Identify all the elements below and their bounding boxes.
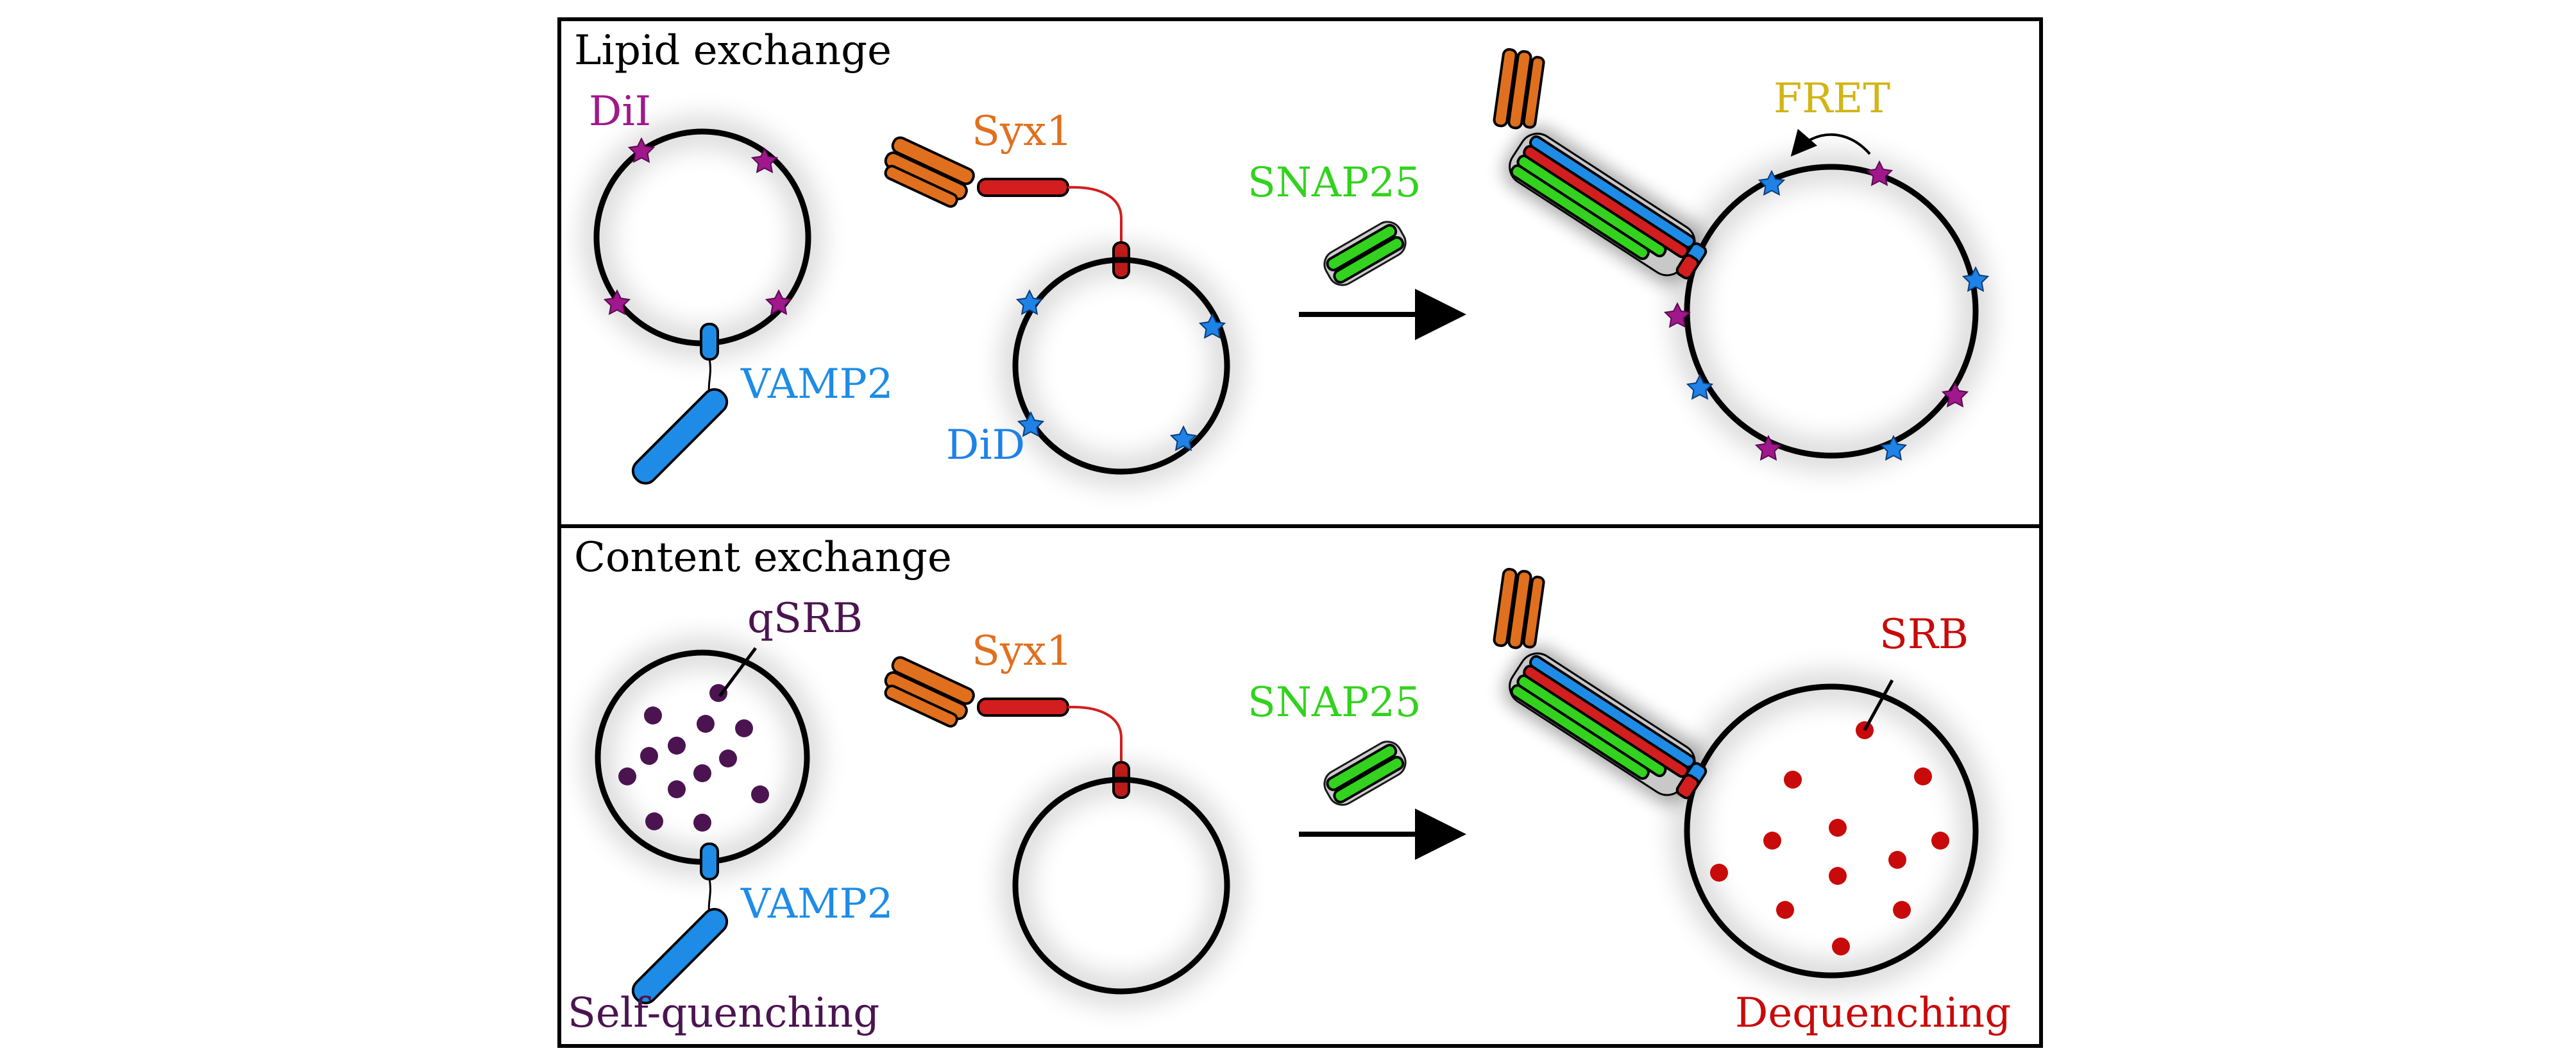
dil-star-icon	[603, 289, 631, 316]
srb-dot	[1888, 851, 1906, 869]
mixed-star-markers	[1663, 160, 1990, 461]
snap25-label: SNAP25	[1248, 159, 1421, 207]
srb-dots	[1710, 721, 1949, 955]
snap25-protein	[1323, 741, 1407, 806]
vamp2-protein	[631, 843, 729, 1005]
t-vesicle	[1003, 767, 1239, 1004]
qsrb-dot	[668, 737, 686, 755]
did-star-icon	[1879, 434, 1908, 461]
qsrb-dot	[645, 812, 663, 830]
srb-pointer	[1863, 679, 1894, 732]
srb-dot	[1710, 864, 1728, 882]
srb-dot	[1931, 832, 1949, 850]
syx1-label: Syx1	[972, 628, 1072, 675]
srb-dot	[1829, 819, 1847, 837]
did-star-icon	[1169, 425, 1198, 452]
content-exchange-panel	[557, 524, 2043, 1048]
did-star-icon	[1015, 289, 1044, 316]
did-star-icon	[1017, 411, 1045, 438]
qsrb-dot	[697, 715, 715, 733]
did-star-icon	[1198, 313, 1226, 339]
t-vesicle-did	[1003, 248, 1239, 484]
did-star-icon	[1758, 169, 1786, 196]
qsrb-dot	[618, 767, 636, 785]
qsrb-dot	[693, 814, 711, 832]
srb-dot	[1893, 901, 1911, 919]
fret-label: FRET	[1774, 75, 1890, 123]
vamp2-label: VAMP2	[740, 361, 893, 408]
did-star-icon	[1686, 373, 1714, 400]
syx1-protein	[884, 136, 1130, 279]
did-star-markers	[1015, 289, 1226, 452]
dil-star-icon	[1754, 434, 1783, 461]
snare-complex	[1493, 567, 1707, 803]
qsrb-dot	[668, 780, 686, 798]
qsrb-dot	[693, 764, 711, 782]
lipid-exchange-title: Lipid exchange	[574, 27, 892, 74]
self-quenching-label: Self-quenching	[568, 989, 879, 1037]
dil-star-icon	[1941, 381, 1969, 408]
dequenching-label: Dequenching	[1735, 989, 2011, 1037]
dil-star-icon	[750, 147, 779, 174]
docked-vesicle-srb	[1674, 674, 1988, 988]
did-star-icon	[1962, 266, 1990, 293]
srb-dot	[1914, 767, 1932, 785]
fret-arrow	[1790, 128, 1871, 157]
syx1-label: Syx1	[972, 108, 1072, 155]
vamp2-label: VAMP2	[740, 880, 893, 928]
qsrb-dot	[751, 785, 769, 803]
srb-dot	[1784, 771, 1802, 789]
srb-dot	[1776, 901, 1794, 919]
dil-star-icon	[765, 289, 793, 316]
snare-complex	[1493, 47, 1707, 284]
vamp2-protein	[631, 323, 729, 485]
dil-star-markers	[603, 137, 793, 316]
qsrb-label: qSRB	[747, 595, 863, 642]
dil-star-icon	[627, 137, 656, 164]
dil-star-icon	[1663, 302, 1691, 329]
content-exchange-title: Content exchange	[574, 534, 952, 581]
qsrb-dot	[735, 719, 753, 737]
srb-label: SRB	[1879, 611, 1969, 658]
srb-dot	[1763, 832, 1781, 850]
syx1-protein	[884, 656, 1130, 799]
qsrb-pointer	[718, 647, 758, 698]
qsrb-dot	[640, 747, 658, 765]
srb-dot	[1832, 938, 1850, 955]
srb-dot	[1829, 867, 1847, 885]
snap25-protein	[1323, 221, 1407, 286]
qsrb-dot	[719, 749, 737, 767]
qsrb-dot	[709, 684, 727, 702]
qsrb-dots	[618, 684, 769, 832]
snap25-label: SNAP25	[1248, 679, 1421, 726]
docked-vesicle-fret	[1674, 154, 1988, 468]
dil-label: DiI	[589, 88, 651, 135]
did-label: DiD	[946, 422, 1025, 469]
dil-star-icon	[1865, 160, 1894, 187]
qsrb-dot	[644, 707, 662, 724]
